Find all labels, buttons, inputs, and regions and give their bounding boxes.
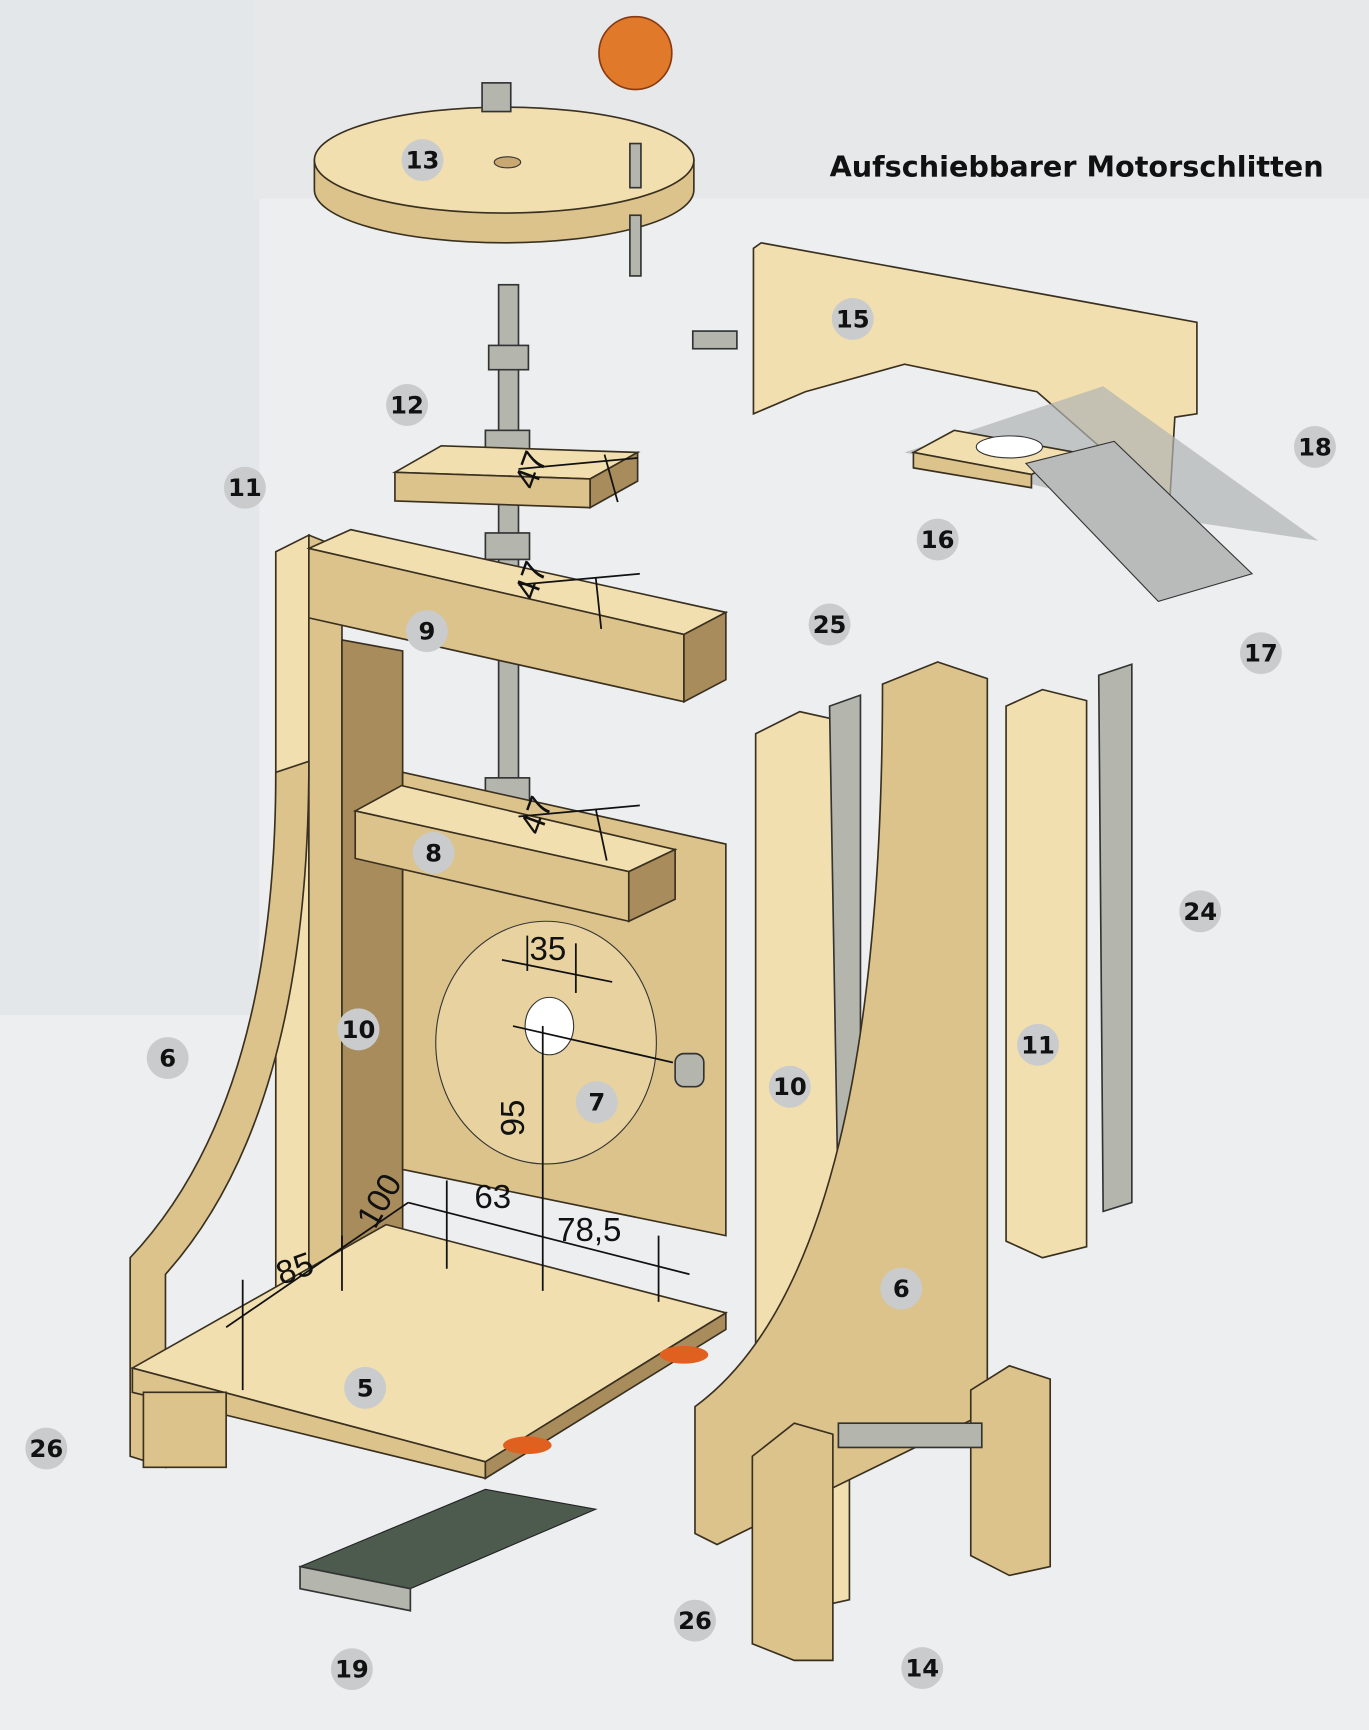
dimension-line	[407, 1201, 690, 1276]
dimension-line	[518, 457, 638, 470]
label-number: 25	[813, 610, 847, 639]
label-number: 15	[836, 304, 870, 333]
label-number: 8	[425, 838, 442, 867]
label-badge	[146, 1037, 189, 1080]
label-badge	[831, 297, 874, 340]
label-badge	[768, 1065, 811, 1108]
label-number: 6	[159, 1044, 176, 1073]
label-number: 7	[588, 1088, 605, 1117]
label-badge	[1179, 890, 1222, 933]
dimension-line	[225, 1201, 409, 1328]
label-badge	[405, 610, 448, 653]
part-label-14: 14	[901, 1647, 944, 1690]
dimension-value: 63	[474, 1179, 511, 1216]
label-number: 16	[921, 525, 955, 554]
part-label-16: 16	[916, 518, 959, 561]
part-label-24: 24	[1179, 890, 1222, 933]
label-badge	[880, 1267, 923, 1310]
label-badge	[674, 1599, 716, 1642]
label-number: 14	[905, 1654, 939, 1683]
dimension-value: 95	[495, 1100, 532, 1137]
label-number: 17	[1244, 639, 1278, 668]
label-number: 13	[406, 146, 440, 175]
dimension-line	[594, 808, 608, 861]
dimension-line	[501, 959, 613, 983]
part-label-18: 18	[1293, 425, 1336, 468]
label-badge	[575, 1081, 618, 1124]
label-badge	[1293, 425, 1336, 468]
part-label-19: 19	[330, 1648, 373, 1691]
part-label-25: 25	[808, 603, 851, 646]
right-assembly	[694, 661, 1133, 1662]
label-number: 6	[893, 1274, 910, 1303]
dimension-line	[518, 804, 640, 818]
part-label-6: 6	[146, 1037, 189, 1080]
label-number: 26	[678, 1606, 712, 1635]
label-number: 11	[228, 473, 262, 502]
part-label-15: 15	[831, 297, 874, 340]
part-label-26: 26	[674, 1599, 716, 1642]
diagram-title: Aufschiebbarer Motorschlitten	[830, 150, 1324, 184]
part-label-11: 11	[1017, 1023, 1060, 1066]
part-label-6: 6	[880, 1267, 923, 1310]
label-number: 10	[342, 1015, 376, 1044]
label-number: 11	[1021, 1030, 1055, 1059]
part-label-12: 12	[386, 384, 429, 426]
label-badge	[344, 1366, 387, 1409]
label-badge	[1239, 632, 1282, 675]
label-number: 24	[1183, 897, 1217, 926]
label-badge	[412, 831, 455, 874]
part-label-8: 8	[412, 831, 455, 874]
label-number: 12	[390, 390, 424, 419]
label-badge	[1017, 1023, 1060, 1066]
label-badge	[808, 603, 851, 646]
part-label-13: 13	[401, 139, 444, 182]
label-badge	[223, 466, 266, 509]
label-badge	[337, 1008, 380, 1051]
orange-knob	[598, 15, 673, 91]
part-label-5: 5	[344, 1366, 387, 1409]
label-number: 10	[773, 1072, 807, 1101]
part-19-rail	[298, 1488, 598, 1612]
dimension-value: 78,5	[557, 1212, 621, 1249]
part-13-disk	[313, 82, 695, 277]
background-column	[0, 0, 260, 1016]
part-label-11: 11	[223, 466, 266, 509]
label-badge	[330, 1648, 373, 1691]
label-number: 26	[29, 1434, 63, 1463]
label-number: 19	[335, 1655, 369, 1684]
dimension-line	[512, 1025, 674, 1064]
label-number: 5	[357, 1373, 374, 1402]
part-label-17: 17	[1239, 632, 1282, 675]
label-badge	[386, 384, 429, 426]
dimension-line	[518, 572, 640, 586]
part-label-7: 7	[575, 1081, 618, 1124]
part-label-10: 10	[768, 1065, 811, 1108]
label-badge	[916, 518, 959, 561]
part-label-10: 10	[337, 1008, 380, 1051]
part-5-base	[130, 1223, 728, 1480]
label-badge	[901, 1647, 944, 1690]
dimension-line	[603, 454, 619, 503]
label-badge	[25, 1427, 68, 1470]
part-12-block	[391, 444, 641, 509]
part-label-9: 9	[405, 610, 448, 653]
label-number: 9	[418, 617, 435, 646]
label-badge	[401, 139, 444, 182]
dimension-value: 35	[530, 931, 567, 968]
part-label-26: 26	[25, 1427, 68, 1470]
dimension-line	[594, 576, 603, 630]
motor-sled	[691, 241, 1319, 602]
label-number: 18	[1298, 432, 1332, 461]
